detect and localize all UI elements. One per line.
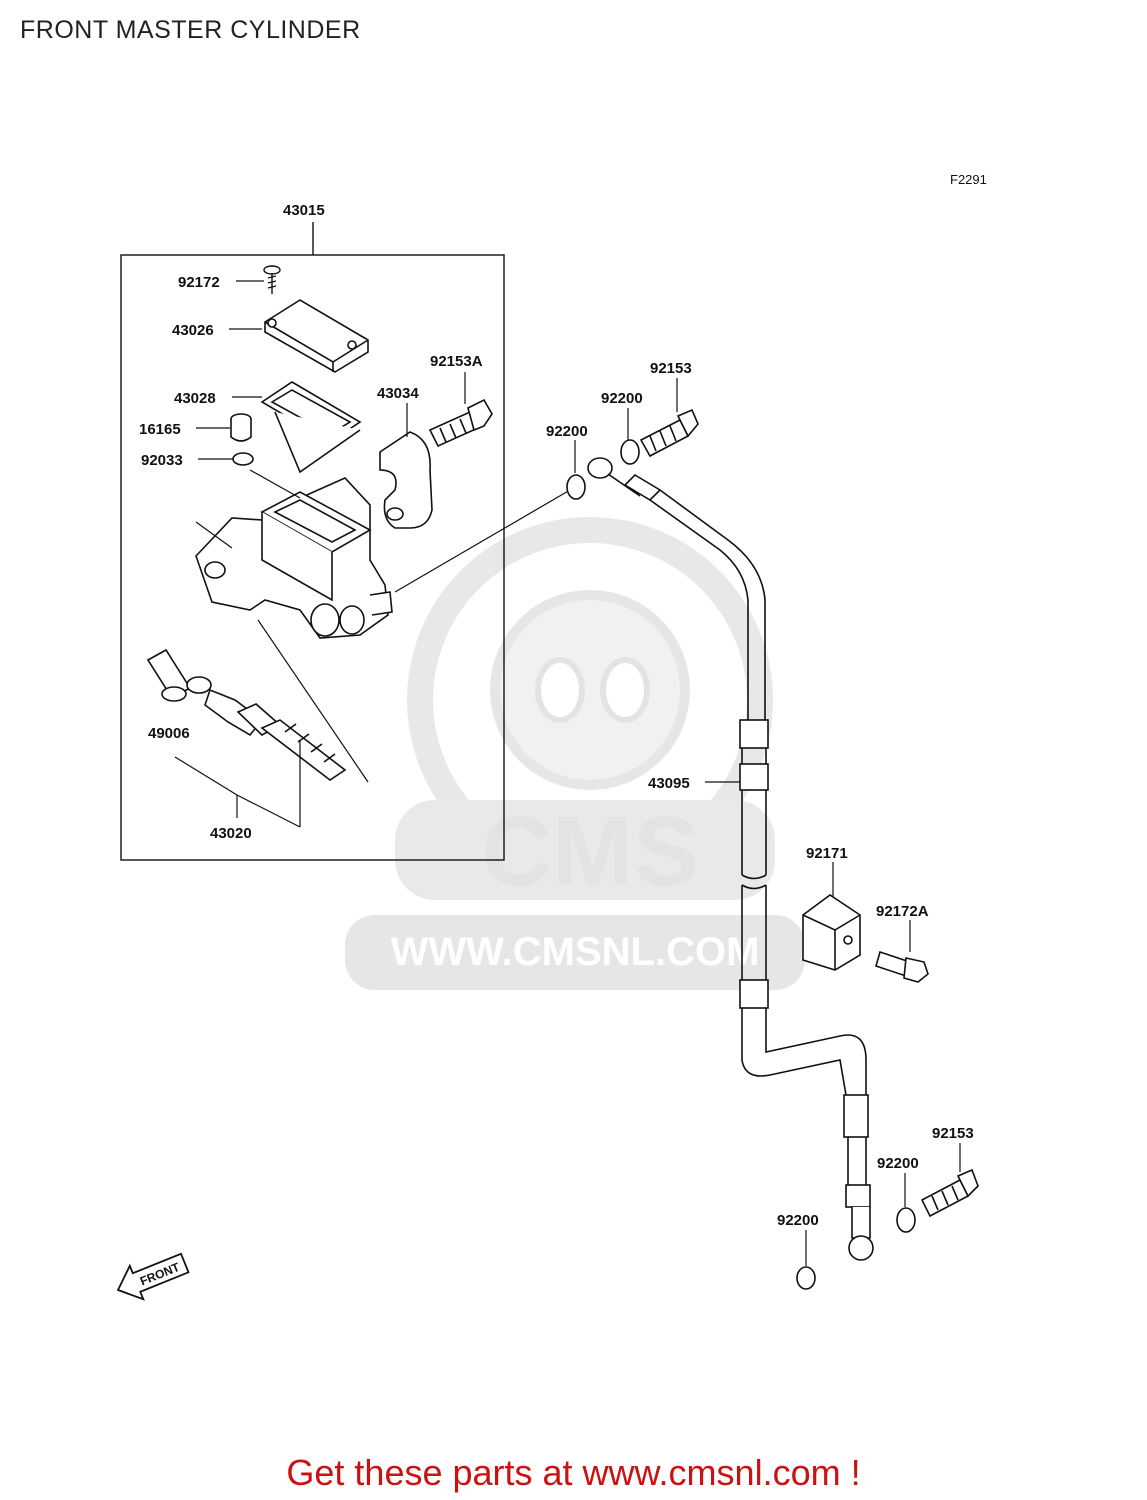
figure-code: F2291 <box>950 172 987 187</box>
label-43028: 43028 <box>174 390 216 407</box>
bolt-92153-b <box>920 1168 979 1218</box>
kit-box <box>120 222 505 861</box>
page-title: FRONT MASTER CYLINDER <box>20 16 361 44</box>
washer-92200-b <box>620 439 640 465</box>
master-cylinder-body <box>195 477 393 639</box>
bolt-92172a <box>875 950 929 983</box>
washer-92200-c <box>896 1207 916 1233</box>
label-43095: 43095 <box>648 775 690 792</box>
label-92033: 92033 <box>141 452 183 469</box>
clamp-43034 <box>379 431 433 529</box>
piston-kit-43020 <box>146 648 347 781</box>
label-92171: 92171 <box>806 845 848 862</box>
label-92153-a: 92153 <box>650 360 692 377</box>
watermark-brand: CMS <box>481 796 699 906</box>
label-92153a: 92153A <box>430 353 483 370</box>
brake-hose-43095 <box>587 457 874 1261</box>
label-43020: 43020 <box>210 825 252 842</box>
label-92200-a: 92200 <box>546 423 588 440</box>
washer-92200-a <box>566 474 586 500</box>
label-49006: 49006 <box>148 725 190 742</box>
front-arrow: FRONT <box>116 1252 190 1301</box>
watermark-url: WWW.CMSNL.COM <box>391 930 760 974</box>
boot-16165 <box>230 413 252 442</box>
ring-92033 <box>232 452 254 466</box>
label-92200-b: 92200 <box>601 390 643 407</box>
part-labels: 43015 92172 43026 43028 16165 92033 4303… <box>139 202 974 1229</box>
screw-92172 <box>263 265 281 294</box>
label-16165: 16165 <box>139 421 181 438</box>
label-92172a: 92172A <box>876 903 929 920</box>
bolt-92153a <box>428 398 493 448</box>
label-92200-d: 92200 <box>777 1212 819 1229</box>
hose-clamp-92171 <box>802 894 861 971</box>
cap-43026 <box>264 299 369 373</box>
label-92172: 92172 <box>178 274 220 291</box>
label-43026: 43026 <box>172 322 214 339</box>
label-92153-b: 92153 <box>932 1125 974 1142</box>
footer-promo[interactable]: Get these parts at www.cmsnl.com ! <box>286 1452 861 1493</box>
cms-watermark: CMS WWW.CMSNL.COM <box>345 517 805 990</box>
label-43015: 43015 <box>283 202 325 219</box>
label-43034: 43034 <box>377 385 419 402</box>
assembly-lines <box>195 469 571 783</box>
diaphragm-43028 <box>260 381 362 474</box>
bolt-92153-a <box>639 408 699 458</box>
washer-92200-d <box>796 1266 816 1290</box>
piston-leaders <box>174 740 301 828</box>
label-92200-c: 92200 <box>877 1155 919 1172</box>
label-leaders <box>196 280 961 1266</box>
